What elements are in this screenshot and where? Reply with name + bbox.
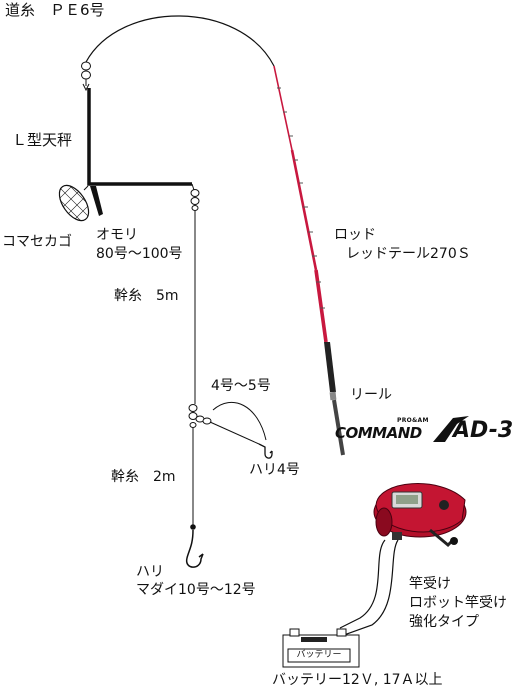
logo-command-text: COMMAND: [335, 424, 422, 442]
swivel-icon: [190, 183, 200, 211]
trunk-upper-label: 幹糸 5m: [114, 288, 179, 304]
omori-size-label: 80号～100号: [96, 246, 183, 262]
trunk-lower-label: 幹糸 2m: [111, 469, 176, 485]
reel-logo: PRO&AM COMMAND AD-3: [335, 414, 520, 448]
battery-cable: [329, 539, 399, 641]
hook-icon: [185, 529, 204, 568]
reel-label: リール: [350, 387, 392, 403]
branch-label: 4号～5号: [211, 378, 271, 394]
omori-label: オモリ: [96, 227, 138, 243]
logo-model-text: AD-3: [453, 418, 514, 443]
main-line-label: 道糸 ＰＥ6号: [5, 1, 105, 19]
logo-swoosh: [433, 416, 469, 442]
l-tenbin: [87, 88, 192, 186]
holder-robot-label: ロボット竿受け: [409, 595, 507, 611]
sinker: [90, 186, 103, 216]
hook-small-label: ハリ4号: [249, 462, 300, 478]
swivel-icon: [188, 404, 212, 428]
branch-length-arc: [212, 401, 267, 441]
swivel-icon: [81, 61, 91, 92]
hook-icon: [258, 443, 273, 459]
rod-label: ロッド: [334, 227, 376, 243]
hook-main-size-label: マダイ10号～12号: [136, 582, 256, 598]
branch-line: [209, 421, 260, 445]
reel-icon: [373, 483, 467, 548]
battery-box-label: バッテリー: [296, 650, 342, 660]
logo-pro-text: PRO&AM: [397, 417, 429, 424]
main-line: [85, 15, 275, 67]
hook-main-label: ハリ: [136, 564, 164, 580]
battery-icon: [282, 628, 360, 668]
holder-label: 竿受け: [409, 576, 451, 592]
tenbin-label: Ｌ型天秤: [12, 131, 73, 149]
battery-label: バッテリー12Ｖ, 17Ａ以上: [272, 672, 443, 688]
holder-type-label: 強化タイプ: [409, 614, 479, 630]
rod: [273, 65, 345, 456]
komase-label: コマセカゴ: [2, 234, 72, 250]
rod-model-label: レッドテール270Ｓ: [346, 246, 471, 262]
